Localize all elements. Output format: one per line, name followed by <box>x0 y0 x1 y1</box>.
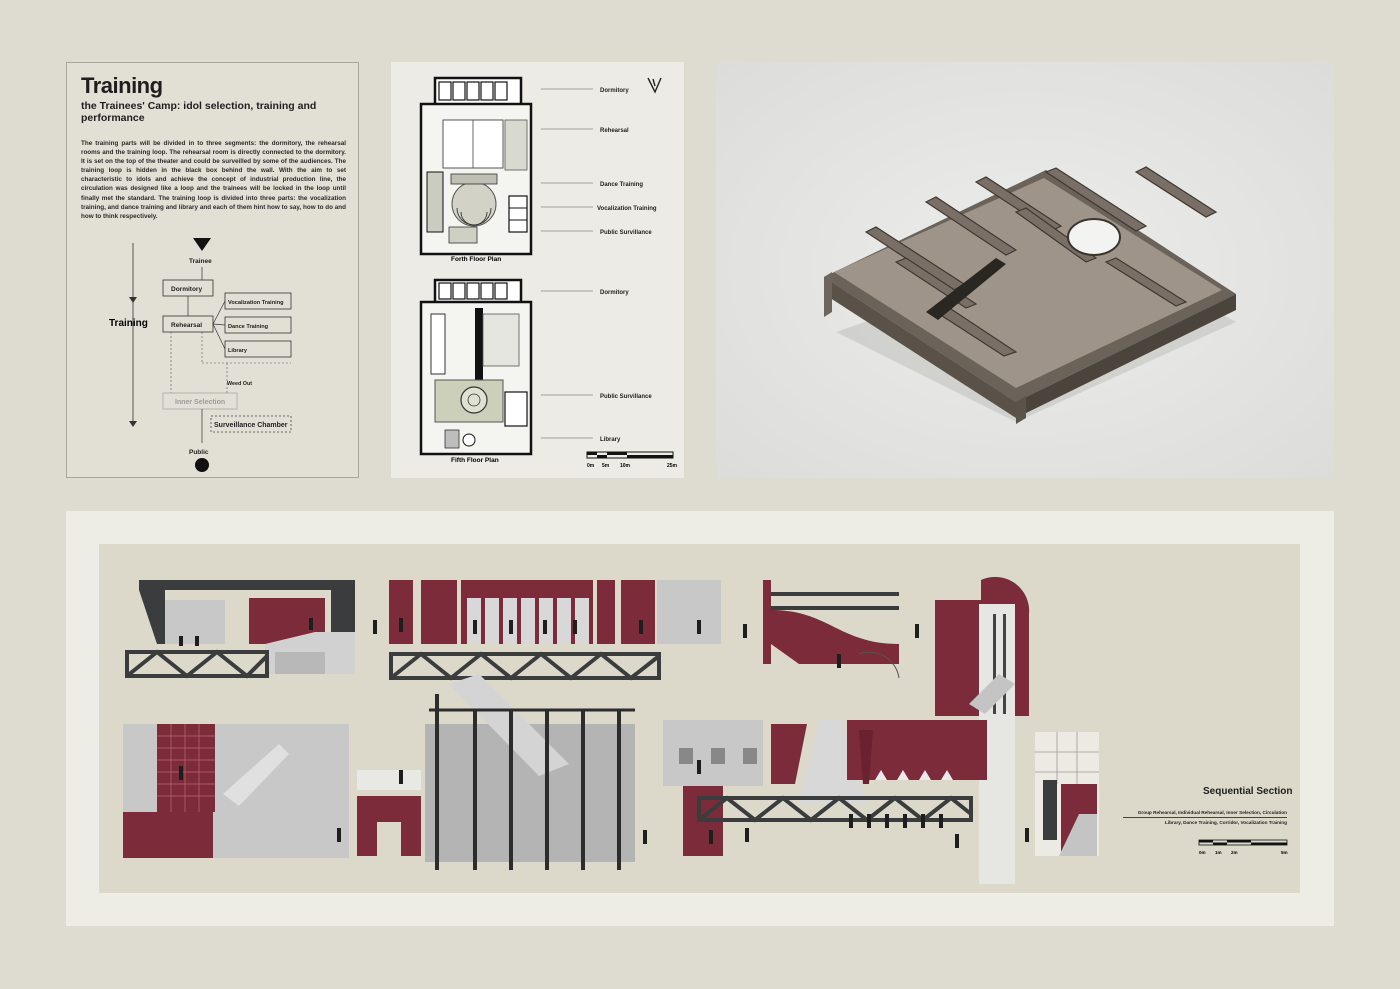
section-scale-bar: 0m 1m 2m 5m <box>1198 839 1288 855</box>
plan-scale-5: 5m <box>602 463 610 469</box>
panel-title: Training <box>81 73 163 98</box>
section-scale-0: 0m <box>1199 850 1206 855</box>
inner-selection-block <box>763 580 900 679</box>
sequential-section-panel: Sequential Section Group Rehearsal, Indi… <box>66 511 1334 926</box>
forth-floor-caption: Forth Floor Plan <box>451 256 501 263</box>
fifth-floor-plan <box>419 278 533 456</box>
library-label: Library <box>228 348 248 354</box>
section-subtitle-line-2: Library, Dance Training, Corridor, Vocal… <box>1165 820 1287 825</box>
dance-label: Dance Training <box>228 324 269 330</box>
plan-label-dormitory: Dormitory <box>600 88 629 94</box>
plan-label-dormitory-lower: Dormitory <box>600 290 629 296</box>
public-label: Public <box>189 449 209 456</box>
inner-selection-box <box>162 392 238 410</box>
section-title: Sequential Section <box>1203 786 1293 797</box>
truss-middle <box>389 651 661 681</box>
model-photo-panel <box>716 62 1334 478</box>
panel-subtitle: the Trainees' Camp: idol selection, trai… <box>81 100 317 124</box>
dormitory-label: Dormitory <box>171 286 202 293</box>
section-scale-2: 2m <box>1231 850 1238 855</box>
circulation-tower <box>935 576 1030 884</box>
surveillance-box <box>210 415 292 433</box>
panel-description: The training parts will be divided in to… <box>81 140 346 220</box>
vocalization-label: Vocalization Training <box>228 300 284 306</box>
sequential-section-drawing <box>123 576 1099 884</box>
fifth-floor-caption: Fifth Floor Plan <box>451 457 499 464</box>
weed-out-label: Weed Out <box>227 381 252 387</box>
plan-label-library: Library <box>600 437 621 443</box>
rehearsal-label: Rehearsal <box>171 322 202 329</box>
lamps <box>875 770 953 780</box>
section-subtitle-line-1: Group Rehearsal, Individual Rehearsal, I… <box>1123 810 1287 818</box>
floor-plans-drawing: Forth Floor Plan Dormitory Rehearsal Dan… <box>419 76 678 469</box>
plan-scale-10: 10m <box>620 463 631 469</box>
group-rehearsal-block <box>139 580 355 674</box>
trainee-triangle-icon <box>193 238 211 251</box>
training-panel: Training the Trainees' Camp: idol select… <box>66 62 359 478</box>
plan-label-dance: Dance Training <box>600 182 643 188</box>
model-photo <box>716 62 1334 478</box>
dance-training-block <box>425 674 635 870</box>
plan-scale-0: 0m <box>587 463 595 469</box>
section-scale-1: 1m <box>1215 850 1222 855</box>
plan-label-rehearsal: Rehearsal <box>600 128 629 134</box>
floor-plans-panel: Forth Floor Plan Dormitory Rehearsal Dan… <box>391 62 684 478</box>
model-oval-opening <box>1067 218 1121 256</box>
figures <box>179 618 1029 848</box>
truss-left <box>125 649 269 679</box>
surveillance-label: Surveillance Chamber <box>214 422 288 429</box>
end-block <box>1035 732 1099 856</box>
inner-selection-label: Inner Selection <box>175 399 225 406</box>
section-drawing-area: Sequential Section Group Rehearsal, Indi… <box>99 544 1300 893</box>
forth-floor-plan <box>419 76 533 256</box>
plan-scale-bar <box>586 451 674 459</box>
section-scale-5: 5m <box>1281 850 1288 855</box>
plan-label-vocalization: Vocalization Training <box>597 206 657 212</box>
trainee-label: Trainee <box>189 258 212 265</box>
individual-rehearsal-block <box>389 580 721 644</box>
plan-label-surveillance: Public Survillance <box>600 230 652 236</box>
corridor-block <box>357 770 421 856</box>
logo-icon <box>647 77 662 94</box>
truss-bottom <box>697 795 973 823</box>
training-label: Training <box>109 318 148 329</box>
public-circle-icon <box>195 458 209 472</box>
library-block <box>123 724 349 858</box>
training-flow-diagram: Trainee Training Dormitory Rehearsal Voc… <box>109 238 292 472</box>
plan-label-surveillance-lower: Public Survillance <box>600 394 652 400</box>
plan-scale-25: 25m <box>667 463 678 469</box>
